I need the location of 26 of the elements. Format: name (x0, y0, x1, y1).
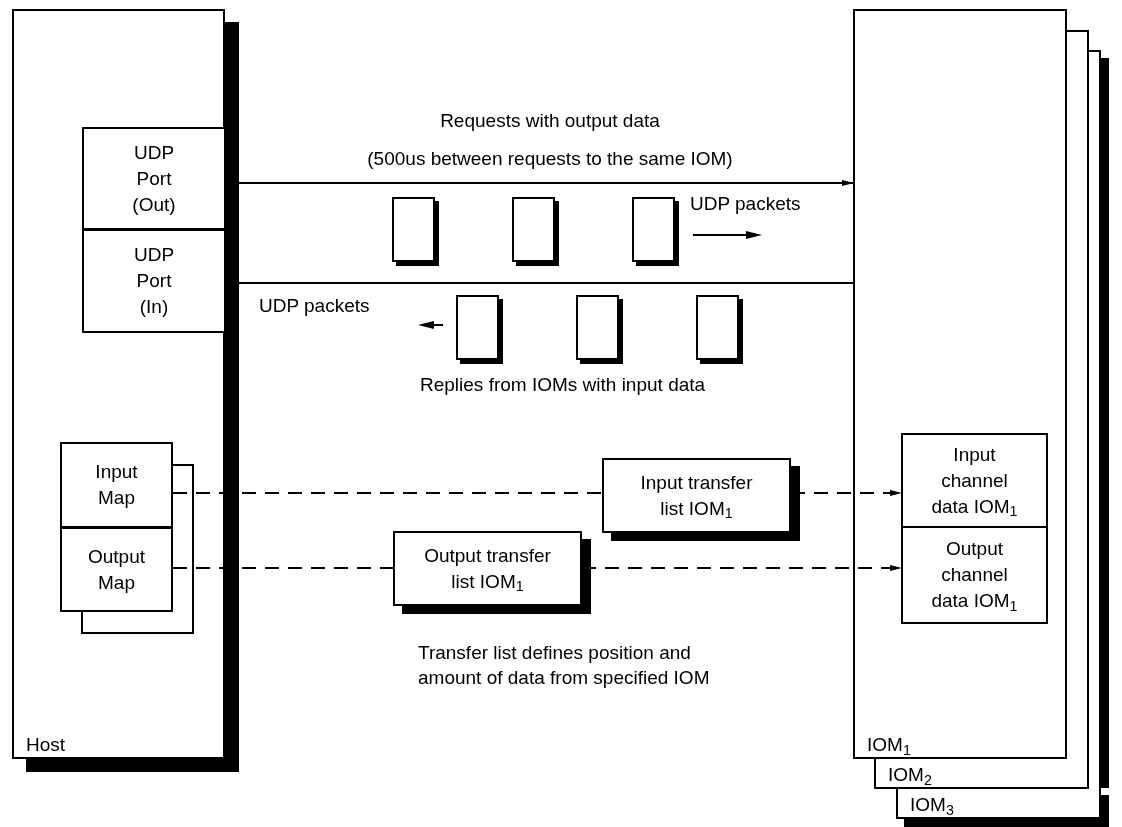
box-label: Input channel data IOM$_{1}$ (930, 442, 1019, 520)
box-label: Host (26, 733, 66, 757)
note-text: Transfer list defines position and amount of data from specified IOM (418, 641, 711, 690)
map-box (60, 442, 173, 528)
packets-label: UDP packets (690, 192, 802, 216)
packets-label: UDP packets (259, 294, 371, 318)
box-label: IOM$_{3}$ (910, 793, 954, 817)
module-box (874, 757, 1089, 789)
map-box (60, 527, 173, 612)
data-box (901, 526, 1048, 624)
port-box (82, 229, 226, 333)
box-label: UDP Port (Out) (131, 140, 177, 217)
box-label: Output transfer list IOM$_{1}$ (423, 543, 552, 595)
port-box (82, 127, 226, 230)
box-label: UDP Port (In) (132, 243, 176, 319)
data-box (901, 433, 1048, 528)
flow-label: Replies from IOMs with input data (420, 373, 707, 397)
box-label: IOM$_{2}$ (888, 763, 932, 787)
module-box (853, 9, 1067, 759)
box-label: Input Map (94, 460, 139, 510)
box-label: Input transfer list IOM$_{1}$ (639, 470, 754, 522)
box-label: Output Map (86, 544, 146, 595)
box-label: IOM$_{1}$ (867, 733, 911, 757)
box-label: Output channel data IOM$_{1}$ (930, 537, 1019, 614)
flow-note: (500us between requests to the same IOM) (366, 147, 734, 171)
flow-label: Requests with output data (439, 109, 661, 133)
